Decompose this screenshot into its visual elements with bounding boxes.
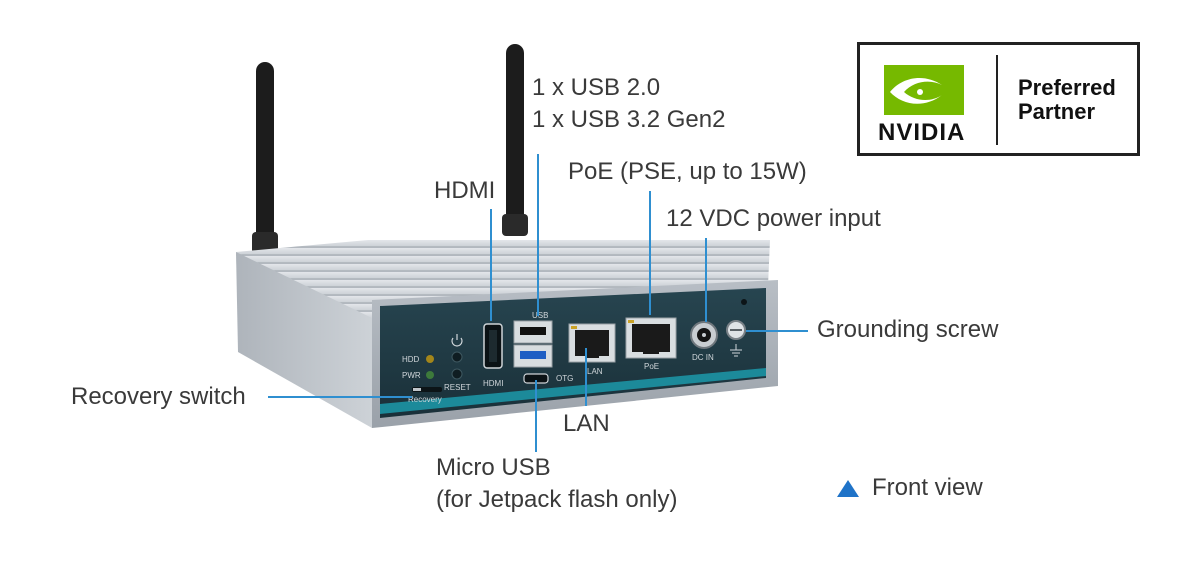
recovery-callout: Recovery switch: [71, 383, 246, 410]
power-callout-line: [705, 238, 707, 322]
ground-icon: [730, 344, 742, 357]
partner-line2: Partner: [1018, 99, 1096, 125]
partner-line1: Preferred: [1018, 75, 1116, 100]
hdmi-callout-line: [490, 209, 492, 321]
nvidia-preferred-partner-logo: NVIDIA Preferred Partner: [857, 42, 1140, 156]
poe-callout-line: [649, 191, 651, 315]
front-view-caption: Front view: [836, 472, 983, 504]
partner-text: Preferred Partner: [1018, 75, 1116, 125]
hdmi-callout: HDMI: [434, 177, 496, 204]
panel-label-poe: PoE: [644, 362, 659, 371]
micro-usb-callout: Micro USB (for Jetpack flash only): [436, 452, 677, 517]
recovery-callout-line: [268, 396, 412, 398]
lan-callout-line: [585, 348, 587, 406]
micro-usb-callout-line1: Micro USB: [436, 454, 551, 481]
panel-label-pwr: PWR: [402, 371, 421, 380]
hdd-led: [426, 355, 434, 363]
front-view-label: Front view: [872, 474, 983, 501]
logo-divider: [996, 55, 998, 145]
reset-button[interactable]: [451, 368, 463, 380]
grounding-callout: Grounding screw: [817, 316, 999, 343]
usb-callout-line: [537, 154, 539, 316]
triangle-up-icon: [837, 480, 859, 498]
power-button[interactable]: [451, 351, 463, 363]
usb-callout-line2: 1 x USB 3.2 Gen2: [532, 106, 726, 134]
usb-callout: 1 x USB 2.0 1 x USB 3.2 Gen2: [532, 72, 725, 137]
lan-callout: LAN: [563, 410, 610, 437]
panel-label-usb: USB: [532, 311, 548, 320]
micro-usb-callout-line: [535, 380, 537, 452]
micro-usb-callout-line2: (for Jetpack flash only): [436, 486, 678, 514]
panel-label-hdd: HDD: [402, 355, 420, 364]
pwr-led: [426, 371, 434, 379]
panel-label-otg: OTG: [556, 374, 573, 383]
usb-callout-line1: 1 x USB 2.0: [532, 74, 661, 101]
panel-label-recovery: Recovery: [408, 395, 442, 404]
antenna-right: [502, 44, 528, 236]
panel-label-lan: LAN: [587, 367, 603, 376]
poe-callout: PoE (PSE, up to 15W): [568, 158, 807, 185]
panel-label-hdmi: HDMI: [483, 379, 503, 388]
panel-label-dcin: DC IN: [692, 353, 714, 362]
power-callout: 12 VDC power input: [666, 205, 881, 232]
nvidia-wordmark: NVIDIA: [878, 119, 966, 146]
grounding-callout-line: [746, 330, 808, 332]
antenna-left: [252, 62, 278, 254]
power-icon: [451, 334, 463, 347]
panel-label-reset: RESET: [444, 383, 471, 392]
nvidia-eye-icon: [884, 65, 964, 115]
